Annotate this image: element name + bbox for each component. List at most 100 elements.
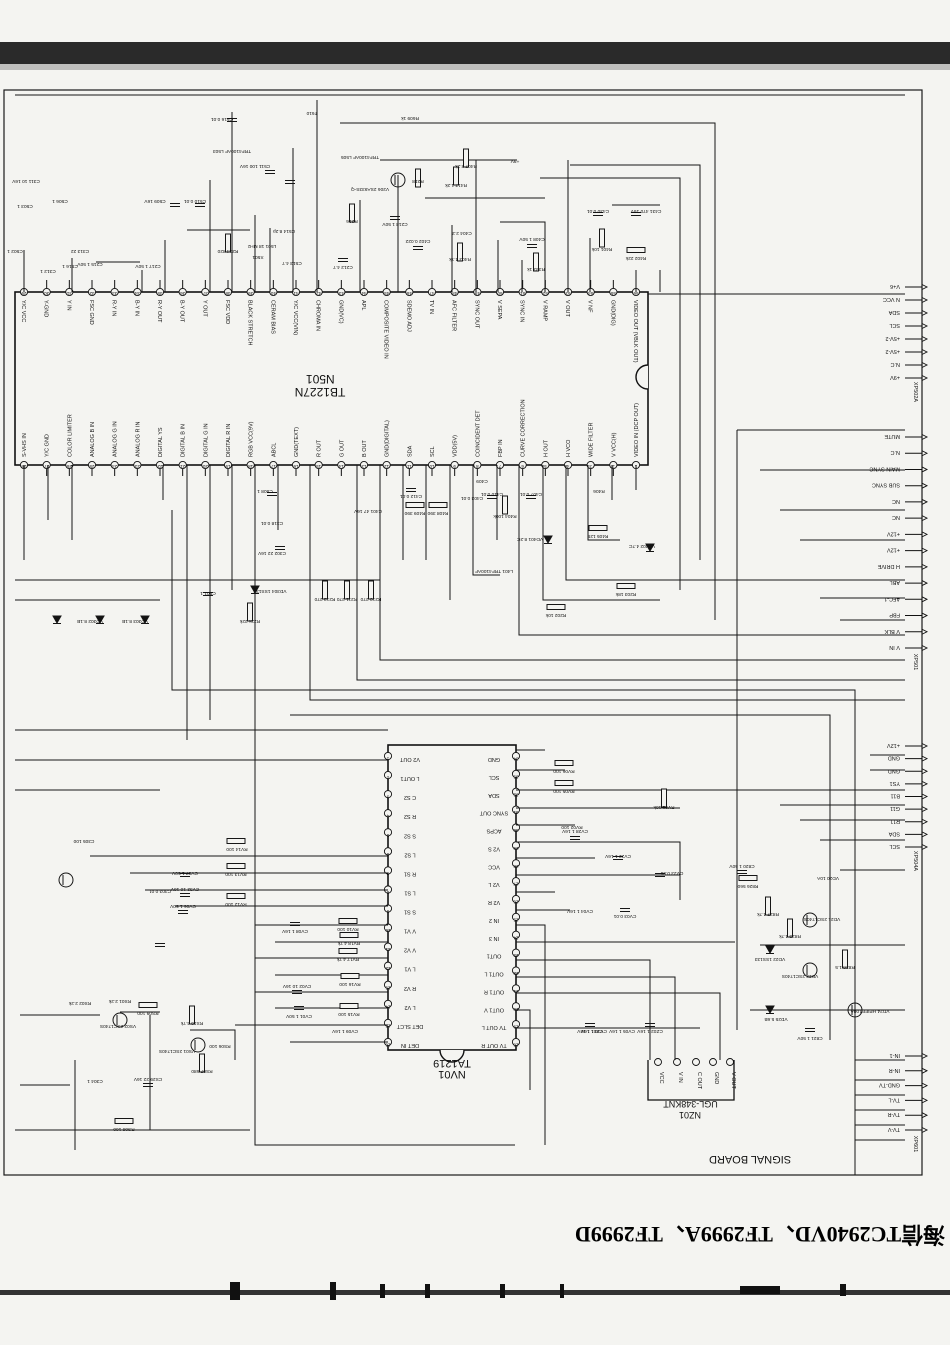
resistor-symbol — [842, 949, 848, 969]
transistor-symbol — [190, 1037, 206, 1053]
ic-n501-pin-number: 32 — [89, 291, 95, 296]
tuner-pin-label: GND — [713, 1072, 719, 1084]
ic-nv01-pin-right — [511, 894, 521, 904]
connector-pin-arrow — [921, 531, 929, 538]
connector-pin-label: YS1 — [890, 780, 900, 786]
ic-n501-pin-bottom — [87, 460, 97, 470]
ic-n501-pin-label-top: CHROMA IN — [315, 300, 321, 331]
ic-n501-pin-label-bottom: Y/C GND — [45, 434, 51, 457]
connector-pin-label: +12V — [887, 547, 900, 553]
ic-n501-pin-number: 21 — [180, 464, 186, 469]
ic-n501-pin-number: 29 — [21, 291, 27, 296]
ic-n501-pin-number: 54 — [588, 291, 594, 296]
ic-n501-pin-top — [337, 287, 346, 297]
component-label-rv17: RV17 4.7k — [336, 956, 359, 962]
ic-n501-pin-label-top: APL — [360, 300, 366, 310]
connector-pin-label: MAIN SYNC — [869, 465, 900, 471]
connector-pin-arrow — [921, 310, 929, 316]
connector-pin-label: +12V — [887, 530, 900, 536]
ic-n501-pin-number: 53 — [565, 291, 571, 296]
component-label-c510: C510 0.01 — [184, 198, 206, 204]
ic-n501-pin-label-top: R-Y IN — [111, 300, 117, 316]
component-label-rs01: RS01 2.2k — [108, 998, 131, 1004]
ic-nv01-pin-number: 29 — [513, 846, 519, 851]
ic-n501-pin-label-top: Y IN — [65, 300, 71, 311]
connector-pin-arrow — [921, 499, 929, 505]
ic-nv01-pin-number: 13 — [385, 985, 391, 990]
ic-n501-pin-number: 14 — [338, 464, 344, 469]
ic-n501-pin-number: 56 — [633, 291, 639, 296]
component-label-l501: L501 18 MHz — [247, 243, 276, 249]
component-label-vd304: VD304 1SS133 — [253, 588, 286, 594]
connector-pin-arrow — [921, 284, 929, 290]
component-label-r827: R827 4.7k — [756, 911, 778, 917]
component-label-r22x: R22x 22k — [239, 618, 260, 624]
component-label-c304: C304 1 — [87, 1078, 103, 1084]
component-label-r409: R409 390 — [404, 510, 425, 516]
connector-pin-label: SDA — [888, 830, 900, 836]
ic-n501-pin-label-bottom: ANALOG R IN — [135, 422, 141, 457]
ic-n501-pin-number: 7 — [498, 464, 501, 469]
ic-n501-pin-bottom — [110, 460, 119, 470]
component-label-c302: C302 22 16V — [257, 550, 286, 556]
ic-n501-pin-number: 52 — [542, 291, 548, 296]
connector-pin-arrow — [921, 375, 929, 381]
component-label-r405: R405 125 — [587, 533, 608, 539]
connector-pin-label: GND-TV — [879, 1082, 900, 1088]
component-label-vd25: VD25 5.6B — [764, 1016, 787, 1022]
resistor-symbol — [189, 1005, 195, 1025]
ic-nv01-pin-right — [511, 912, 521, 921]
component-label-r401: R401 10k — [591, 246, 612, 252]
component-label-c217: C217 1 50V — [135, 263, 161, 269]
ic-n501-pin-label-bottom: GND(DIGITAL) — [385, 420, 391, 457]
ic-n501-pin-bottom — [155, 460, 165, 470]
ic-n501-pin-label-bottom: S-VHS IN — [22, 433, 28, 457]
ic-n501-pin-number: 31 — [66, 291, 72, 296]
connector-pin-arrow — [921, 547, 929, 554]
component-label-c516b: C516 1 — [62, 263, 78, 269]
tuner-pin-label: V OUT — [730, 1072, 736, 1089]
component-label-vd24: VD24 HPIEE100A — [850, 1008, 890, 1014]
transistor-symbol — [112, 1012, 128, 1028]
ic-n501-pin-label-top: FSC GND — [88, 300, 94, 325]
component-label-cv01: CV01 1 50V — [285, 1013, 312, 1019]
component-label-c509: C509 16V — [144, 198, 166, 204]
ic-n501-pin-number: 51 — [520, 291, 526, 296]
ic-nv01-pin-label-right: VCC — [488, 863, 500, 869]
ic-n501-designator: N501 — [306, 372, 335, 386]
resistor-symbol — [405, 502, 425, 508]
ic-n501-pin-label-top: V OUT — [564, 300, 570, 317]
ic-nv01-pin-label-right: GND — [488, 756, 500, 762]
ic-n501-pin-top — [65, 287, 74, 297]
ic-nv01-pin-left — [383, 847, 393, 856]
resistor-symbol — [457, 242, 463, 262]
ic-n501-pin-label-bottom: FBP IN — [498, 439, 504, 457]
component-label-c821: C821 1 50V — [797, 1035, 823, 1041]
ic-nv01-pin-number: 19 — [513, 1025, 519, 1030]
ic-n501-pin-number: 33 — [112, 291, 118, 296]
component-label-vd20: VD20 10A — [816, 875, 839, 881]
component-label-cv02: CV02 10 16V — [282, 983, 311, 989]
ic-nv01-pin-right — [511, 984, 521, 993]
connector-pin-arrow — [921, 434, 929, 440]
ic-n501-pin-bottom — [473, 460, 482, 470]
resistor-symbol — [415, 168, 421, 188]
component-label-rv05: RV05 100 — [553, 788, 575, 794]
component-label-l503: TRF4100AF L503 — [213, 148, 251, 154]
resistor-symbol — [247, 602, 253, 622]
component-label-r202: R202 10k — [545, 612, 566, 618]
ic-n501-pin-bottom — [359, 460, 369, 470]
ic-n501-pin-number: 48 — [452, 291, 458, 296]
ic-nv01-pin-number: 33 — [513, 774, 519, 779]
component-label-c215: C215 1 50V — [77, 261, 103, 267]
ic-n501-pin-label-bottom: DIGITAL R IN — [226, 424, 232, 457]
connector-pin-label: +5V-2 — [885, 348, 900, 354]
ic-n501-pin-top — [382, 287, 391, 297]
scan-bottom-bar — [0, 1290, 950, 1295]
ic-n501-pin-number: 10 — [429, 464, 435, 469]
ic-n501-pin-label-top: COMPOSITE VIDEO IN — [383, 300, 389, 359]
ic-n501-part: TB1227N — [295, 385, 346, 399]
ic-n501-pin-label-top: B-Y OUT — [179, 300, 185, 323]
ic-nv01-pin-label-left: L OUT1 — [400, 775, 419, 781]
component-label-vd22: VD22 1SS133 — [754, 956, 785, 962]
